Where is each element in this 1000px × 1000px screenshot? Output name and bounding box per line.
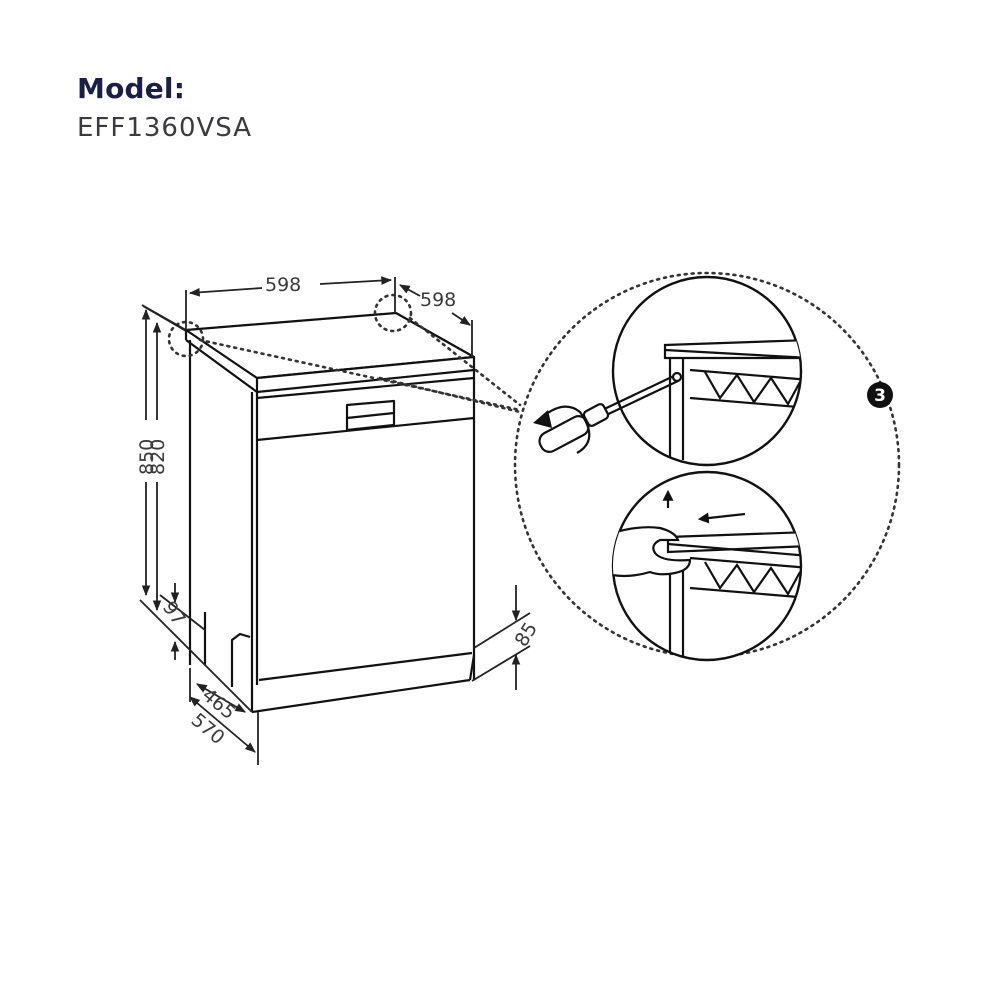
dim-width: 598 [265,274,301,296]
step-badge: 3 [867,382,893,408]
dimension-lines [139,276,531,765]
dim-height-body: 820 [147,439,169,475]
detail-screwdriver-view [533,275,803,467]
dishwasher-outline [184,311,476,714]
dim-plinth-front: 85 [511,618,542,650]
dim-height-total: 850 [136,439,158,475]
dim-depth: 598 [420,289,456,311]
model-number: EFF1360VSA [77,113,253,143]
step-number: 3 [874,386,886,406]
model-label: Model: [77,72,186,105]
left-arrow-icon [697,512,746,524]
rotate-arrow-icon [533,410,552,428]
dim-plinth-side: 97 [158,597,190,629]
detail-hand-view [611,470,803,662]
